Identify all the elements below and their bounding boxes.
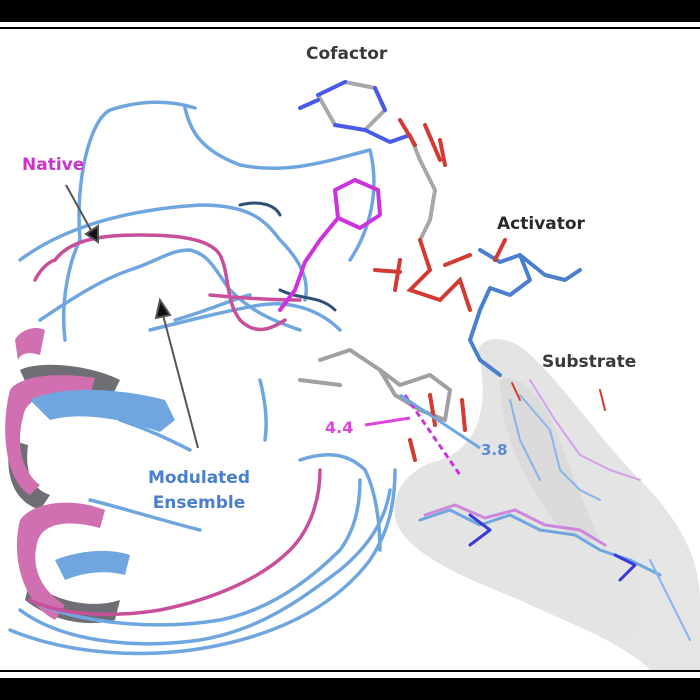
modulated-arrow-head-icon — [154, 297, 172, 320]
annotation-arrows — [65, 184, 199, 449]
modulated-helix — [30, 389, 175, 580]
central-ligand — [298, 348, 467, 462]
cofactor-label: Cofactor — [306, 44, 388, 64]
dark-loop-accents — [238, 201, 337, 312]
top-rule — [0, 27, 700, 29]
top-border-bar — [0, 0, 700, 22]
modulated-distance-label: 3.8 — [481, 441, 508, 459]
modulated-label-line2: Ensemble — [152, 493, 246, 513]
native-distance-label: 4.4 — [325, 418, 354, 437]
substrate-chains — [418, 379, 691, 641]
phosphate-group — [373, 238, 472, 312]
activator-label: Activator — [497, 214, 585, 234]
native-label: Native — [22, 155, 85, 175]
distance-lines — [364, 393, 481, 476]
bottom-rule — [0, 670, 700, 672]
modulated-label-line1: Modulated — [148, 468, 250, 488]
activator-molecule — [468, 238, 582, 377]
bottom-border-bar — [0, 678, 700, 700]
modulated-ensemble-label: Modulated Ensemble — [148, 466, 250, 516]
modulated-loops — [8, 100, 397, 656]
native-loops — [28, 233, 322, 617]
magenta-ligand — [278, 178, 382, 312]
substrate-surface — [394, 339, 700, 670]
substrate-label: Substrate — [542, 352, 637, 372]
native-helix — [5, 328, 105, 620]
cofactor-molecule — [298, 80, 447, 242]
native-arrow-head-icon — [84, 224, 99, 244]
